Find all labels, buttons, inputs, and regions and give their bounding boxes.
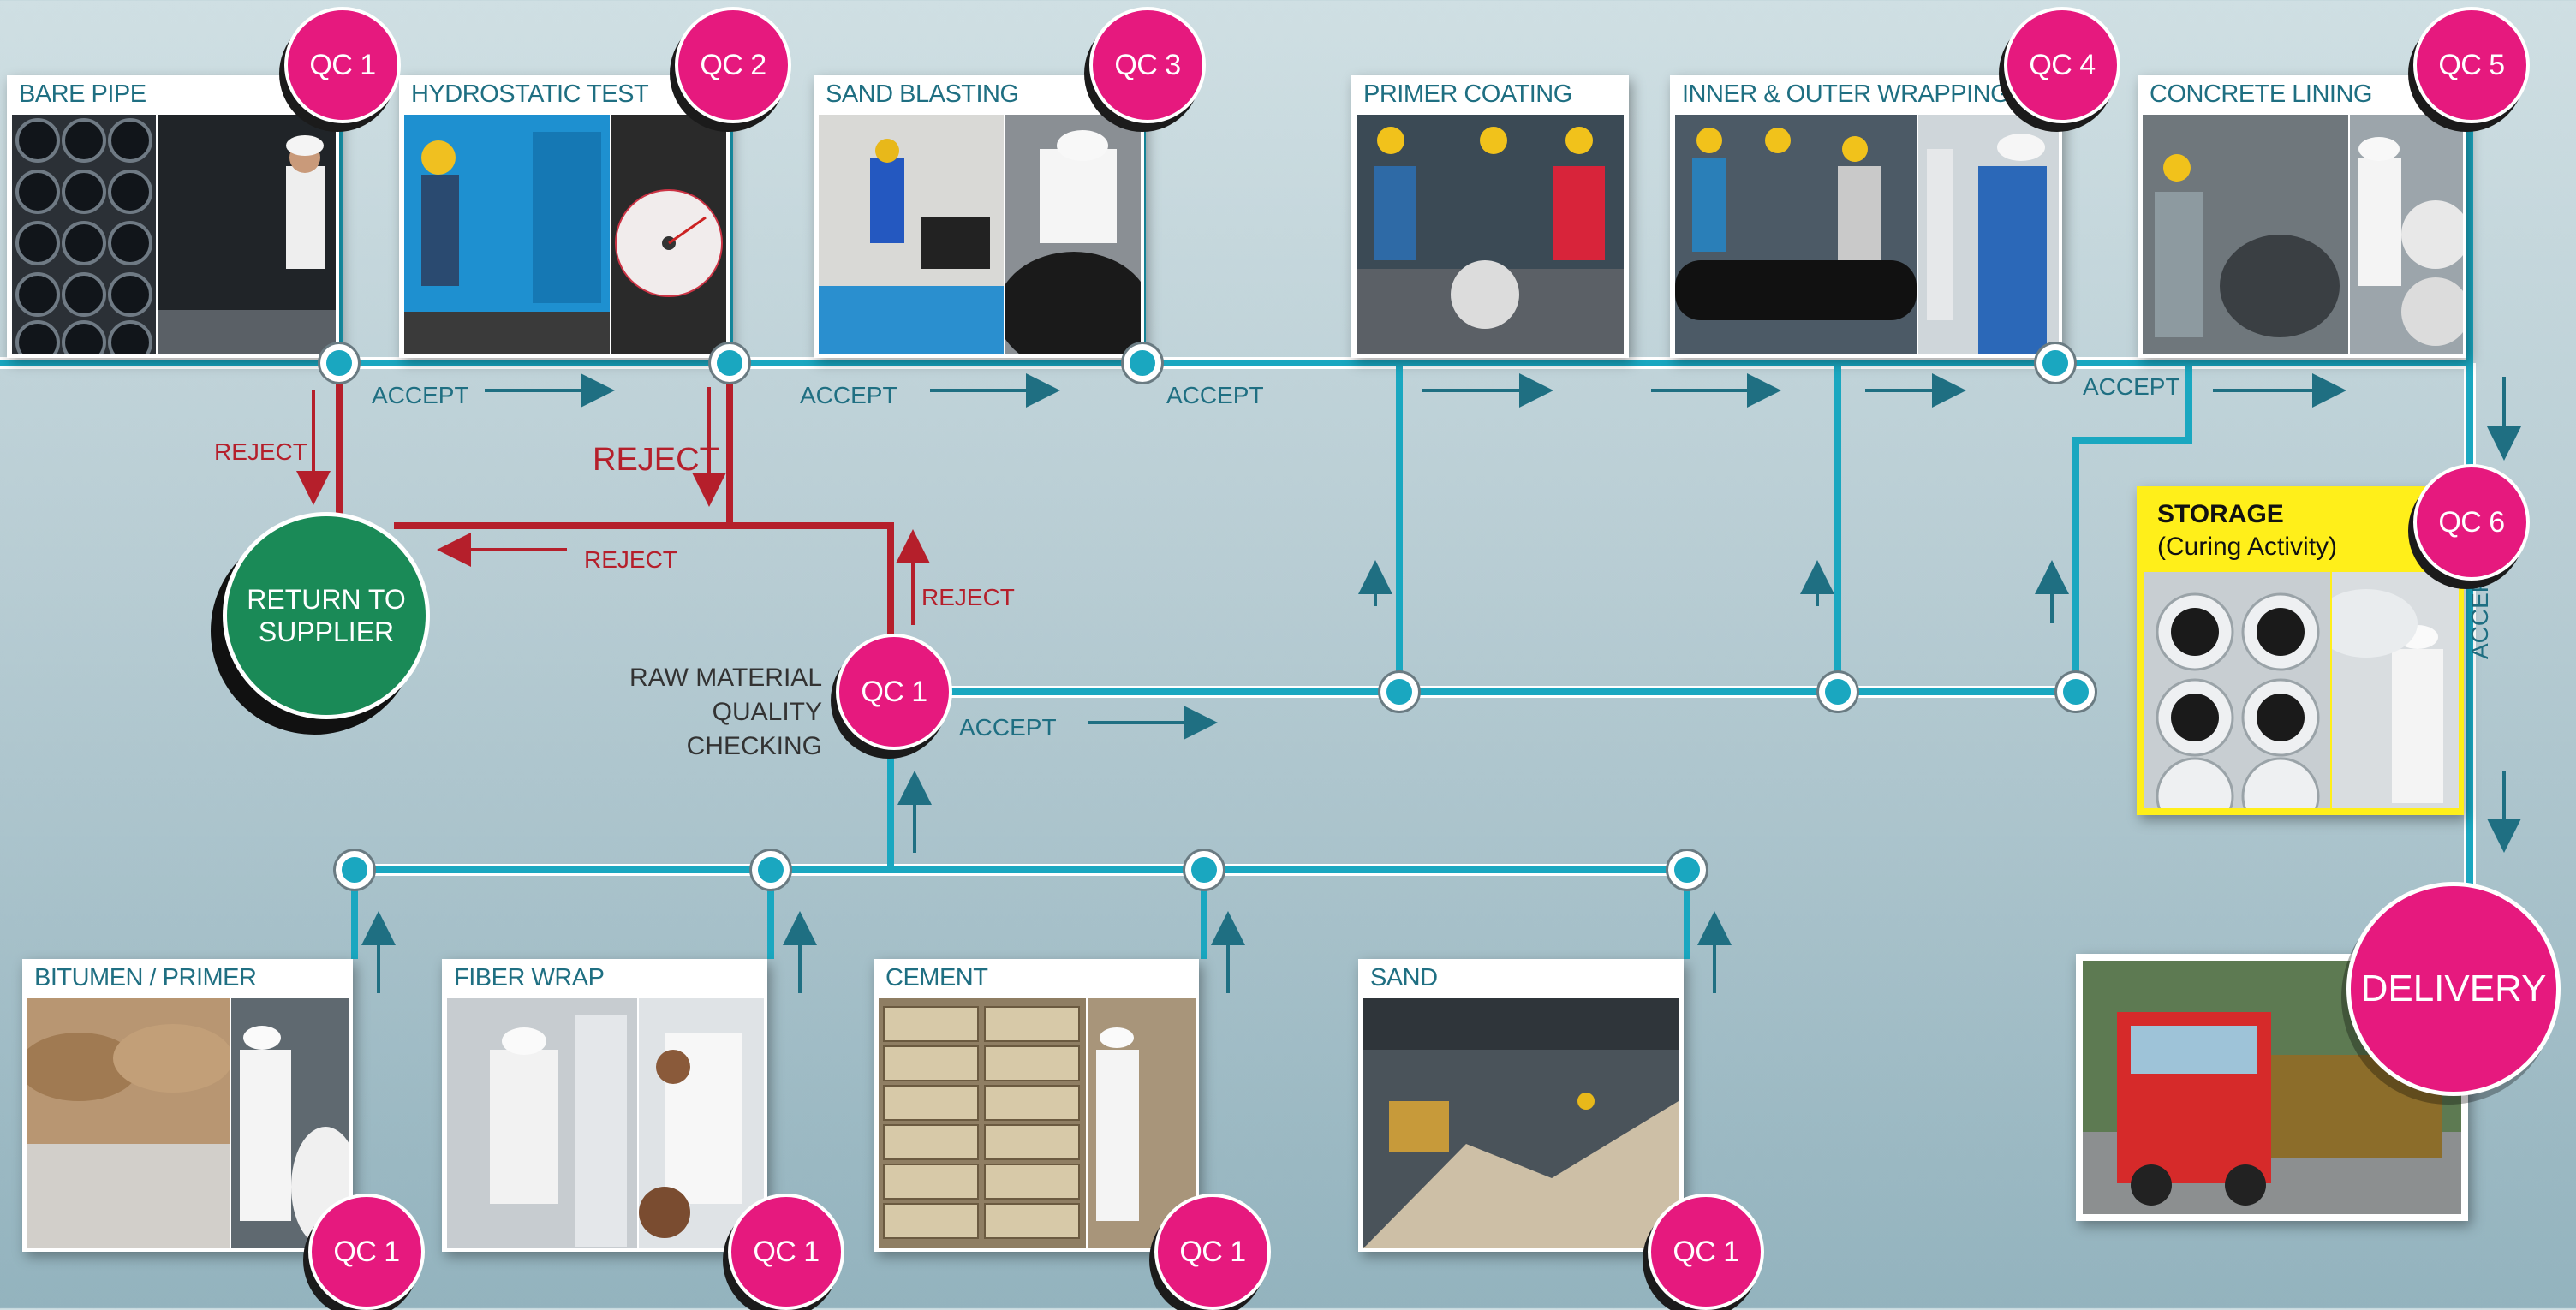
wrapping-team-photo — [1675, 115, 1917, 354]
return-to-supplier: RETURN TO SUPPLIER — [223, 512, 430, 719]
pressure-chart-photo — [611, 115, 726, 354]
concrete-worker-photo — [2143, 115, 2348, 354]
checkpoint-node — [1380, 673, 1418, 711]
teal-flow-lines — [0, 68, 2473, 959]
stage-card-concrete-lining: CONCRETE LINING — [2138, 75, 2466, 358]
qc-badge-storage: QC 6 — [2413, 464, 2530, 581]
stage-title: INNER & OUTER WRAPPING — [1682, 80, 2010, 108]
checkpoint-node — [752, 851, 790, 889]
delivery-badge: DELIVERY — [2346, 882, 2561, 1096]
qc-badge-sand: QC 1 — [1648, 1194, 1764, 1310]
reject-lines — [336, 363, 894, 651]
reject-label: REJECT — [214, 438, 307, 465]
storage-inspector-photo — [2332, 572, 2459, 808]
material-title: BITUMEN / PRIMER — [34, 964, 257, 991]
stored-pipes-photo — [2144, 572, 2330, 808]
material-card-cement: CEMENT — [874, 959, 1199, 1252]
accept-label: ACCEPT — [372, 382, 469, 408]
stage-title: BARE PIPE — [19, 80, 146, 108]
checkpoint-node — [2057, 673, 2095, 711]
stage-title: SAND BLASTING — [826, 80, 1019, 108]
material-card-fiber-wrap: FIBER WRAP — [442, 959, 767, 1252]
checkpoint-node — [1185, 851, 1223, 889]
material-title: SAND — [1370, 964, 1438, 991]
flow-arrows — [361, 373, 2521, 993]
raw-material-label: RAW MATERIAL QUALITY CHECKING — [582, 661, 822, 764]
stage-title: HYDROSTATIC TEST — [411, 80, 649, 108]
reject-arrows — [296, 387, 930, 625]
raw-material-line2: QUALITY CHECKING — [686, 698, 822, 760]
fiber-wrap-photo — [447, 998, 637, 1248]
reject-label: REJECT — [584, 546, 677, 573]
checkpoint-node — [320, 344, 358, 382]
accept-label: ACCEPT — [1166, 382, 1264, 408]
stage-card-bare-pipe: BARE PIPE — [7, 75, 339, 358]
material-title: CEMENT — [886, 964, 988, 991]
qc-badge-wrapping: QC 4 — [2004, 7, 2120, 123]
wrapping-inspection-photo — [1918, 115, 2059, 354]
stage-card-hydrostatic-test: HYDROSTATIC TEST — [399, 75, 730, 358]
fiber-sample-photo — [639, 998, 764, 1248]
stage-card-primer-coating: PRIMER COATING — [1351, 75, 1629, 358]
accept-label: ACCEPT — [2083, 373, 2180, 400]
return-line2: SUPPLIER — [258, 616, 395, 647]
inspector-photo — [158, 115, 336, 354]
blasting-worker-photo — [819, 115, 1004, 354]
raw-material-line1: RAW MATERIAL — [629, 664, 822, 692]
checkpoint-node — [336, 851, 373, 889]
primer-coating-photo — [1357, 115, 1624, 354]
qc-badge-hydrostatic: QC 2 — [675, 7, 791, 123]
reject-label: REJECT — [593, 442, 719, 478]
return-line1: RETURN TO — [247, 584, 406, 615]
qc-badge-raw-material: QC 1 — [836, 634, 952, 750]
accept-label: ACCEPT — [959, 714, 1057, 741]
checkpoint-node — [2036, 344, 2074, 382]
test-machine-photo — [404, 115, 610, 354]
storage-card: STORAGE (Curing Activity) — [2137, 486, 2464, 815]
stage-title: CONCRETE LINING — [2150, 80, 2372, 108]
checkpoint-node — [711, 344, 748, 382]
cement-bags-photo — [879, 998, 1086, 1248]
material-card-bitumen: BITUMEN / PRIMER — [22, 959, 353, 1252]
qc-badge-bitumen: QC 1 — [308, 1194, 425, 1310]
stage-title: PRIMER COATING — [1363, 80, 1572, 108]
pipe-inspection-photo — [1005, 115, 1141, 354]
qc-badge-sand-blasting: QC 3 — [1089, 7, 1206, 123]
checkpoint-node — [1668, 851, 1706, 889]
stage-card-inner-outer-wrapping: INNER & OUTER WRAPPING — [1670, 75, 2062, 358]
reject-label: REJECT — [921, 584, 1015, 610]
qc-badge-cement: QC 1 — [1154, 1194, 1271, 1310]
concrete-pipe-photo — [2350, 115, 2463, 354]
qc-badge-concrete: QC 5 — [2413, 7, 2530, 123]
qc-badge-bare-pipe: QC 1 — [284, 7, 401, 123]
pipe-stack-photo — [12, 115, 156, 354]
checkpoint-node — [1819, 673, 1857, 711]
storage-title: STORAGE (Curing Activity) — [2157, 498, 2337, 563]
storage-title-line1: STORAGE — [2157, 500, 2284, 528]
bitumen-rolls-photo — [27, 998, 230, 1248]
accept-label: ACCEPT — [800, 382, 897, 408]
stage-card-sand-blasting: SAND BLASTING — [814, 75, 1144, 358]
sand-pile-photo — [1363, 998, 1679, 1248]
storage-title-line2: (Curing Activity) — [2157, 533, 2338, 561]
material-title: FIBER WRAP — [454, 964, 605, 991]
qc-badge-fiber: QC 1 — [728, 1194, 844, 1310]
checkpoint-node — [1124, 344, 1161, 382]
material-card-sand: SAND — [1358, 959, 1684, 1252]
